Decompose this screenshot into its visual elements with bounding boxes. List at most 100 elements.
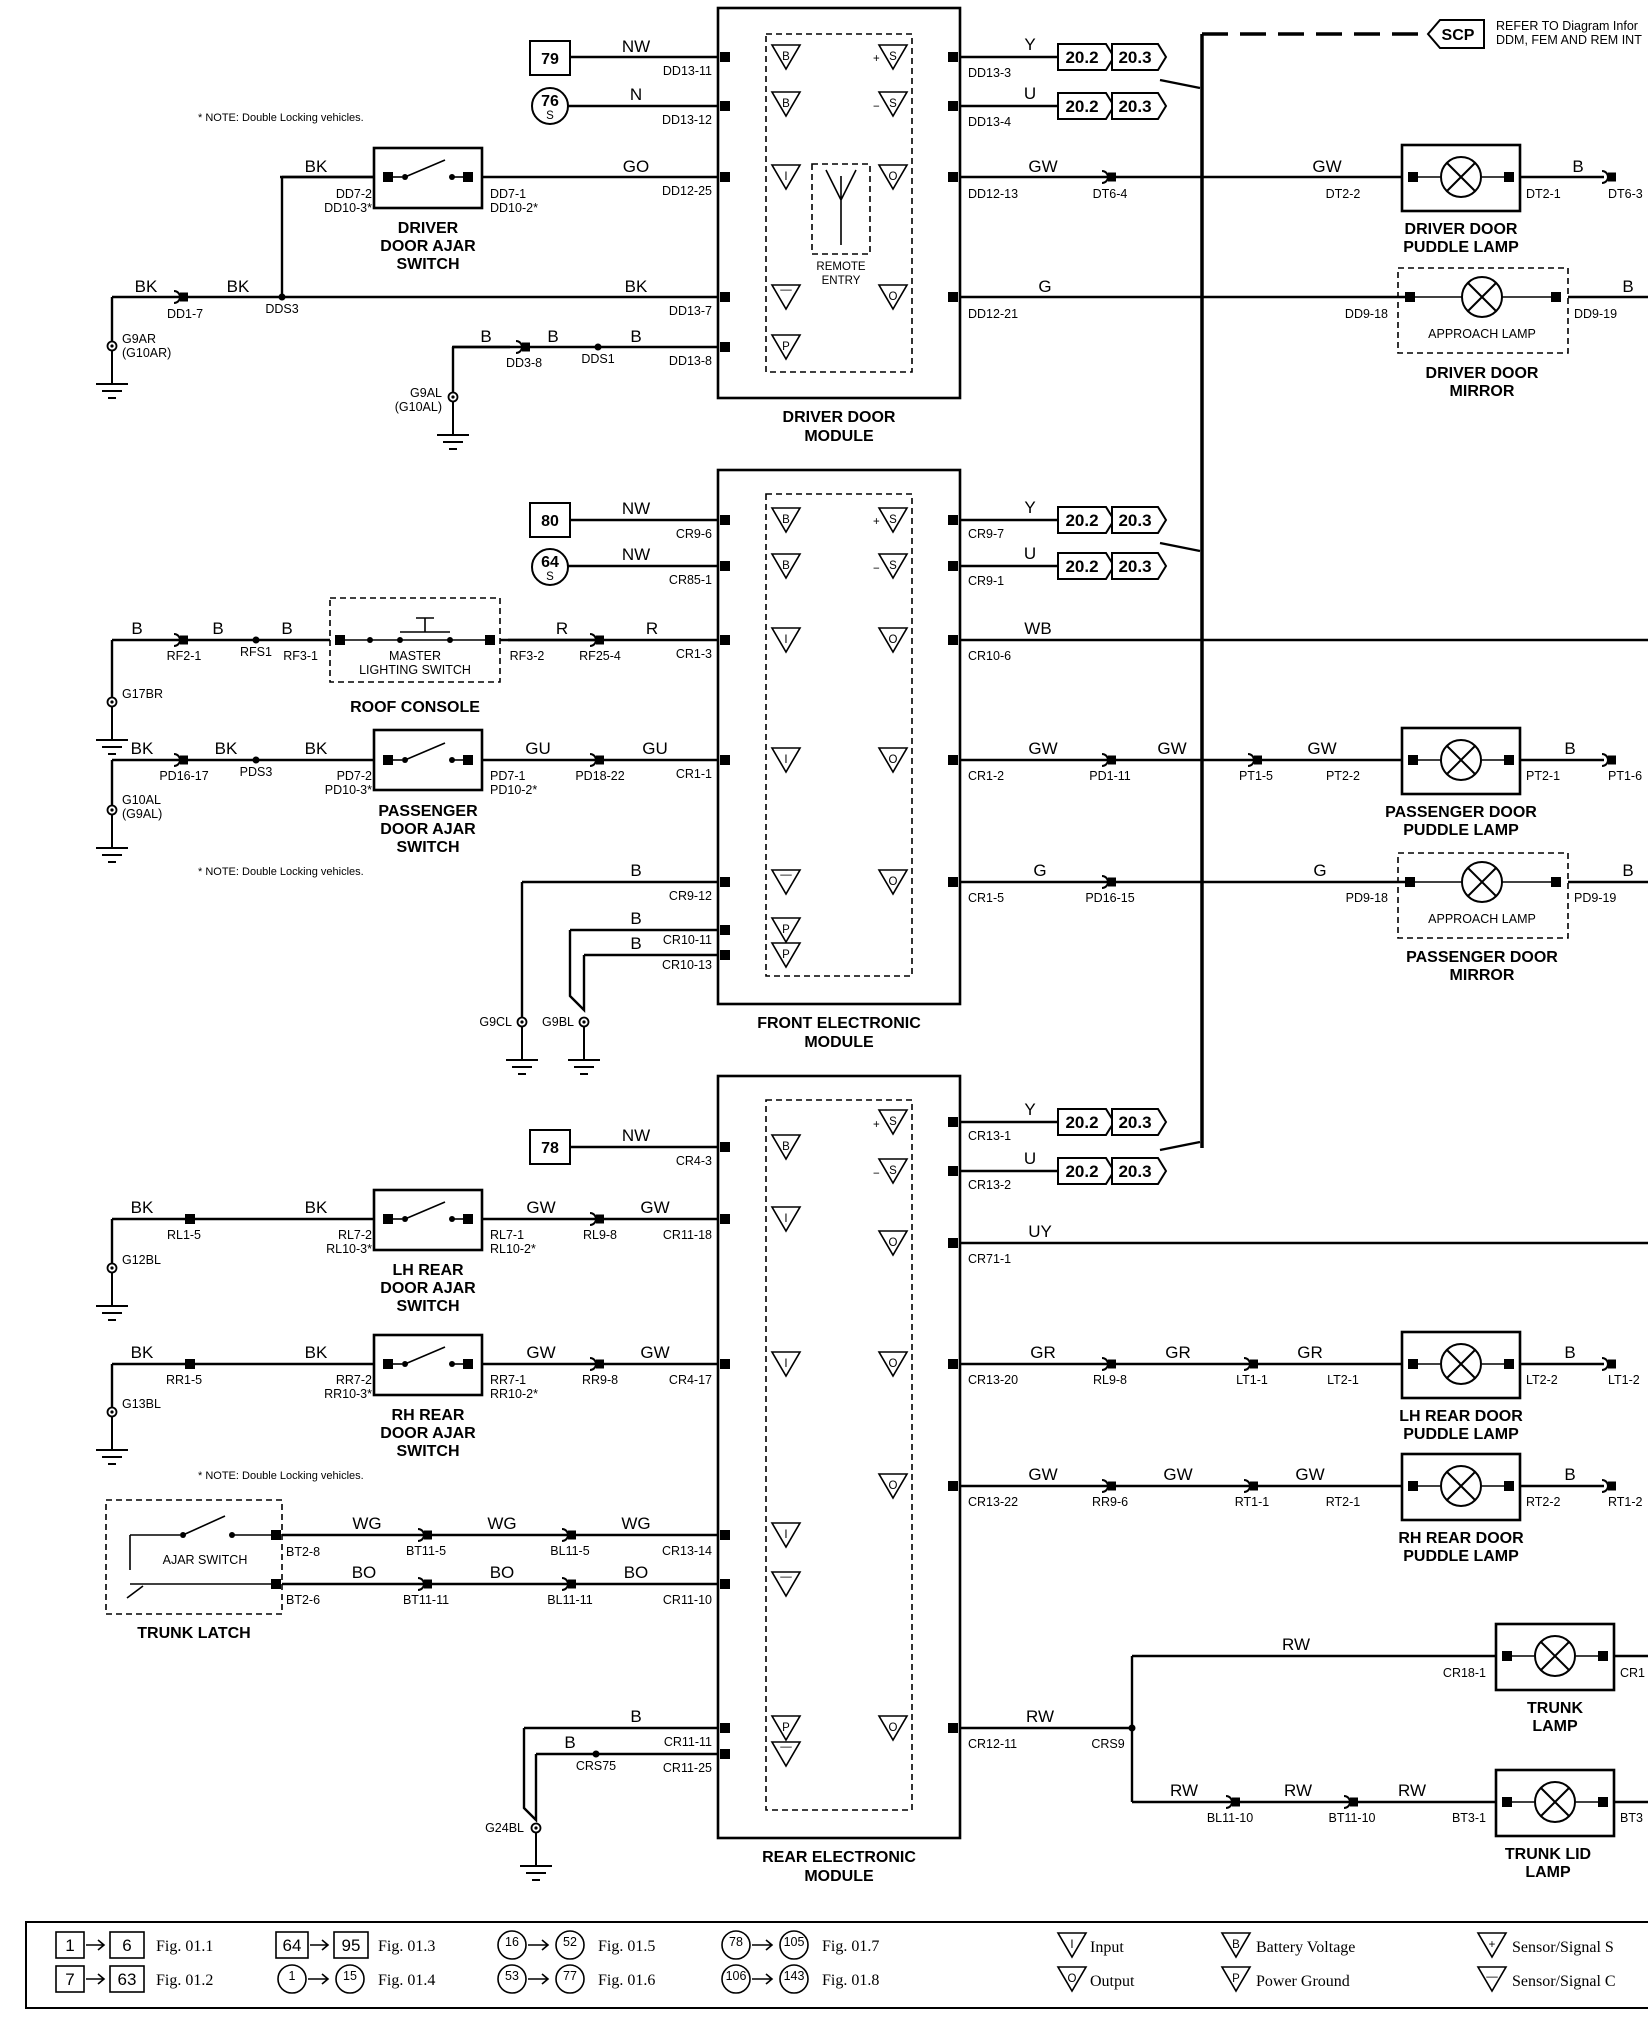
svg-text:PD7-2: PD7-2 [337,769,372,783]
svg-text:DT2-2: DT2-2 [1326,187,1361,201]
svg-text:NW: NW [622,37,650,56]
svg-text:DD10-3*: DD10-3* [324,201,372,215]
svg-text:RT1-2: RT1-2 [1608,1495,1643,1509]
svg-text:PD9-18: PD9-18 [1346,891,1388,905]
svg-text:CRS75: CRS75 [576,1759,616,1773]
svg-text:DT6-4: DT6-4 [1093,187,1128,201]
svg-text:CR10-11: CR10-11 [663,933,712,947]
svg-text:80: 80 [541,513,559,530]
svg-text:LT2-2: LT2-2 [1526,1373,1558,1387]
svg-text:CR4-3: CR4-3 [676,1154,712,1168]
svg-text:BK: BK [227,277,250,296]
svg-text:20.2: 20.2 [1065,557,1098,576]
svg-text:DD13-3: DD13-3 [968,66,1011,80]
svg-text:LH REAR DOOR: LH REAR DOOR [1399,1408,1523,1425]
svg-text:B: B [212,619,223,638]
svg-text:I: I [784,1213,787,1225]
svg-text:DOOR AJAR: DOOR AJAR [380,238,476,255]
svg-text:G9CL: G9CL [479,1015,512,1029]
svg-text:GW: GW [640,1343,669,1362]
svg-text:PD7-1: PD7-1 [490,769,525,783]
svg-text:—: — [780,1741,792,1753]
rear-electronic-module: REAR ELECTRONIC MODULE B I I I — P — S+ … [716,1074,962,1885]
svg-text:RL9-8: RL9-8 [1093,1373,1127,1387]
svg-text:LH REAR: LH REAR [392,1262,464,1279]
svg-text:B: B [281,619,292,638]
svg-text:B: B [480,327,491,346]
driver-door-puddle-lamp: DRIVER DOOR PUDDLE LAMP B DT2-1 DT6-3 [1400,143,1643,256]
svg-text:DOOR AJAR: DOOR AJAR [380,821,476,838]
svg-text:S: S [889,51,897,63]
svg-text:CR85-1: CR85-1 [669,573,712,587]
legend-symbols: I Input O Output B Battery Voltage P Pow… [1057,1932,1616,1992]
svg-text:20.2: 20.2 [1065,97,1098,116]
svg-text:P: P [782,341,790,353]
svg-text:BT2-8: BT2-8 [286,1545,320,1559]
svg-text:(G10AL): (G10AL) [395,400,442,414]
svg-text:U: U [1024,1149,1036,1168]
svg-text:78: 78 [729,1935,743,1949]
svg-text:B: B [630,934,641,953]
svg-text:DDS1: DDS1 [581,352,614,366]
svg-text:CR13-20: CR13-20 [968,1373,1018,1387]
svg-text:CR11-18: CR11-18 [663,1228,712,1242]
svg-text:—: — [780,284,792,296]
svg-text:Fig. 01.4: Fig. 01.4 [378,1972,435,1989]
svg-text:20.3: 20.3 [1118,1162,1151,1181]
svg-text:P: P [782,924,790,936]
svg-text:—: — [1486,1971,1498,1983]
svg-text:CR10-13: CR10-13 [662,958,712,972]
svg-text:BK: BK [131,739,154,758]
svg-text:DD13-7: DD13-7 [669,304,712,318]
svg-text:FRONT ELECTRONIC: FRONT ELECTRONIC [757,1015,921,1032]
svg-text:143: 143 [784,1969,805,1983]
svg-text:GR: GR [1297,1343,1323,1362]
svg-text:RR9-8: RR9-8 [582,1373,618,1387]
svg-text:REAR ELECTRONIC: REAR ELECTRONIC [762,1849,916,1866]
svg-text:BK: BK [305,157,328,176]
svg-text:RL9-8: RL9-8 [583,1228,617,1242]
svg-text:BK: BK [131,1198,154,1217]
svg-text:I: I [784,1358,787,1370]
svg-text:GW: GW [526,1343,555,1362]
svg-text:RR7-1: RR7-1 [490,1373,526,1387]
svg-text:CR9-7: CR9-7 [968,527,1004,541]
svg-text:DD10-2*: DD10-2* [490,201,538,215]
svg-text:CRS9: CRS9 [1091,1737,1124,1751]
svg-text:MIRROR: MIRROR [1450,383,1515,400]
svg-text:RR7-2: RR7-2 [336,1373,372,1387]
svg-text:P: P [782,1722,790,1734]
svg-text:−: − [873,563,880,575]
svg-text:20.2: 20.2 [1065,48,1098,67]
svg-text:PASSENGER DOOR: PASSENGER DOOR [1385,804,1537,821]
svg-text:CR9-6: CR9-6 [676,527,712,541]
svg-text:TRUNK LID: TRUNK LID [1505,1846,1591,1863]
legend: 1 6 Fig. 01.1 7 63 Fig. 01.2 64 95 Fig. … [25,1921,1648,2009]
svg-text:CR1-3: CR1-3 [676,647,712,661]
svg-text:B: B [131,619,142,638]
svg-text:DRIVER: DRIVER [398,220,459,237]
svg-text:DD7-1: DD7-1 [490,187,526,201]
svg-text:CR1-2: CR1-2 [968,769,1004,783]
svg-text:CR13-22: CR13-22 [968,1495,1018,1509]
svg-text:CR11-11: CR11-11 [664,1735,712,1749]
svg-text:15: 15 [343,1969,357,1983]
svg-text:GW: GW [1307,739,1336,758]
svg-text:RT1-1: RT1-1 [1235,1495,1270,1509]
svg-text:Battery Voltage: Battery Voltage [1256,1939,1355,1956]
svg-text:O: O [1068,1973,1077,1985]
svg-text:DD3-8: DD3-8 [506,356,542,370]
svg-text:BT2-6: BT2-6 [286,1593,320,1607]
svg-text:CR11-25: CR11-25 [663,1761,712,1775]
svg-text:SWITCH: SWITCH [396,256,459,273]
svg-text:G: G [1033,861,1046,880]
svg-text:RL10-3*: RL10-3* [326,1242,372,1256]
svg-text:B: B [1564,1465,1575,1484]
svg-text:U: U [1024,84,1036,103]
svg-text:64: 64 [541,554,559,571]
svg-text:S: S [889,1165,897,1177]
svg-text:LAMP: LAMP [1532,1718,1578,1735]
driver-door-module: REMOTE ENTRY DRIVER DOOR MODULE [716,6,962,445]
